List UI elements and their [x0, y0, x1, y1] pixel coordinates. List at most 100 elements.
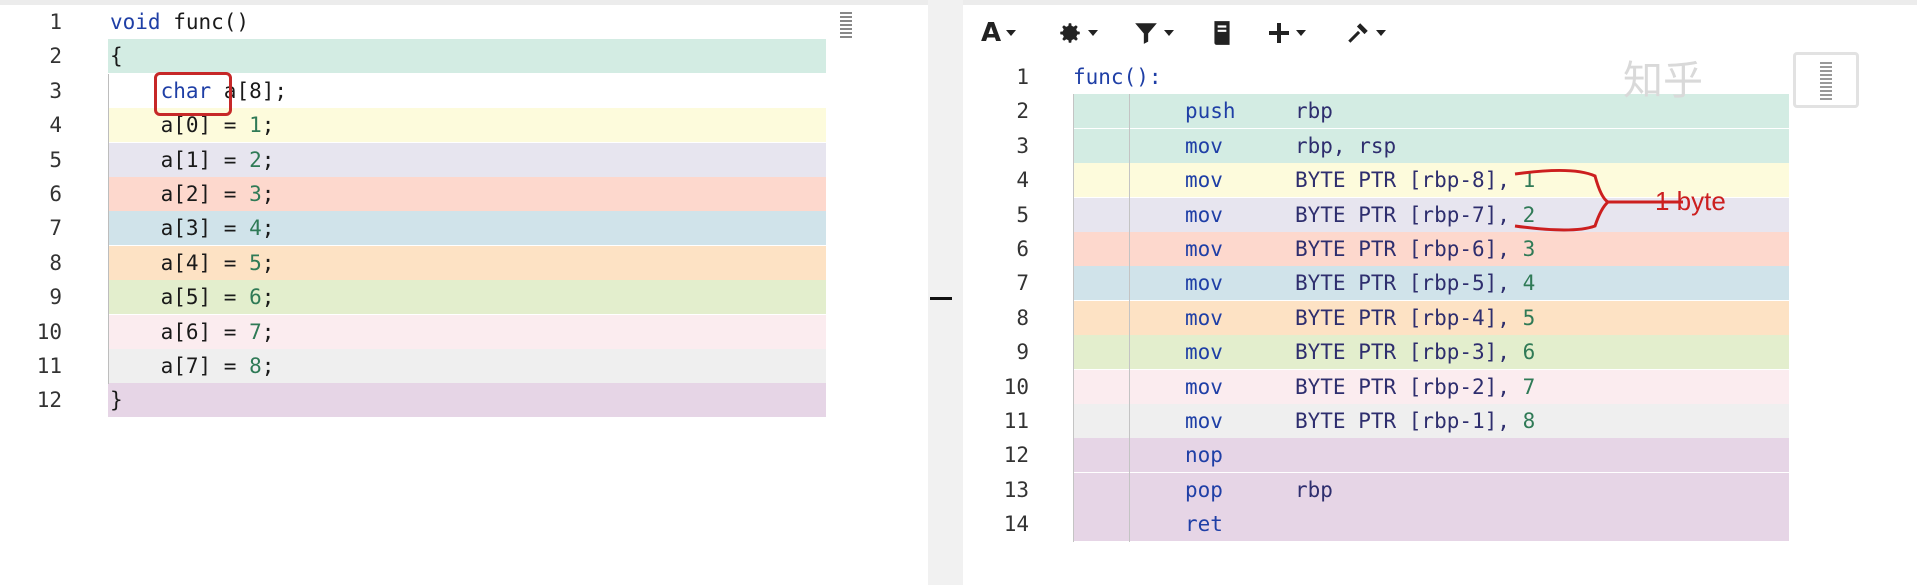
asm-operands[interactable]: BYTE PTR [rbp-8], 1	[1295, 163, 1535, 197]
code-token: }	[110, 388, 123, 413]
asm-operands[interactable]: rbp	[1295, 473, 1333, 507]
byte-brace-annotation	[1514, 168, 1683, 232]
code-line[interactable]: void func()	[110, 5, 249, 39]
book-icon	[1214, 21, 1230, 45]
filter-button[interactable]	[1133, 16, 1174, 50]
code-line[interactable]: a[5] = 6;	[110, 280, 275, 314]
indent-guide	[108, 74, 109, 384]
font-icon: A	[981, 18, 1002, 48]
tools-button[interactable]	[1345, 16, 1386, 50]
code-token: a[0] =	[110, 113, 250, 138]
asm-instruction[interactable]: mov	[1185, 133, 1223, 158]
asm-instruction[interactable]: nop	[1185, 443, 1223, 468]
asm-highlight-band	[1073, 163, 1789, 198]
asm-line-number: 12	[1003, 443, 1029, 468]
code-token: 2	[249, 147, 262, 172]
plus-icon	[1269, 23, 1289, 43]
libraries-button[interactable]	[1211, 16, 1233, 50]
asm-immediate: 5	[1522, 305, 1536, 330]
asm-line-number: 7	[1016, 271, 1029, 296]
asm-operands[interactable]: BYTE PTR [rbp-5], 4	[1295, 266, 1535, 300]
chevron-down-icon	[1376, 30, 1386, 36]
line-number: 11	[36, 354, 62, 378]
editor-top-border	[0, 0, 928, 5]
divider-handle[interactable]	[930, 297, 952, 300]
asm-instruction[interactable]: mov	[1185, 409, 1223, 433]
chevron-down-icon	[1164, 30, 1174, 36]
asm-instruction[interactable]: mov	[1185, 305, 1223, 330]
asm-line-number: 6	[1016, 237, 1029, 261]
asm-operands[interactable]: BYTE PTR [rbp-1], 8	[1295, 404, 1535, 438]
code-token: a[4] =	[110, 250, 250, 275]
asm-immediate: 2	[1522, 202, 1536, 227]
asm-line-number: 2	[1016, 99, 1029, 124]
asm-highlight-band	[1073, 438, 1789, 473]
code-token: char	[160, 78, 212, 103]
code-line[interactable]: }	[110, 383, 123, 417]
code-line[interactable]: a[3] = 4;	[110, 211, 275, 245]
asm-operand-text: BYTE PTR [rbp-2],	[1295, 374, 1523, 399]
code-line[interactable]: a[6] = 7;	[110, 315, 275, 349]
asm-operands[interactable]: BYTE PTR [rbp-7], 2	[1295, 198, 1535, 232]
byte-size-label: 1 byte	[1655, 186, 1726, 216]
asm-immediate: 7	[1522, 374, 1536, 399]
code-token: a[5] =	[110, 285, 250, 310]
asm-operands[interactable]: BYTE PTR [rbp-4], 5	[1295, 301, 1535, 335]
asm-highlight-band	[1073, 335, 1789, 370]
code-line[interactable]: char a[8];	[110, 74, 287, 108]
code-line[interactable]: a[2] = 3;	[110, 177, 275, 211]
asm-label[interactable]: func():	[1073, 65, 1162, 89]
asm-line-number: 3	[1016, 133, 1029, 158]
code-line[interactable]: a[1] = 2;	[110, 143, 275, 177]
asm-instruction[interactable]: pop	[1185, 477, 1223, 502]
code-token: 4	[249, 216, 262, 241]
line-number: 7	[49, 216, 62, 241]
code-token: a[8];	[211, 78, 288, 103]
code-token: a[2] =	[110, 182, 250, 206]
asm-line-number: 11	[1003, 409, 1029, 433]
settings-button[interactable]	[1057, 16, 1098, 50]
code-token: ;	[261, 113, 275, 138]
asm-instruction[interactable]: mov	[1185, 202, 1223, 227]
asm-instruction[interactable]: mov	[1185, 271, 1223, 296]
code-token: 6	[249, 285, 262, 310]
code-token: void	[110, 10, 161, 34]
asm-operands[interactable]: rbp	[1295, 94, 1333, 128]
pane-divider[interactable]	[928, 0, 963, 585]
code-line[interactable]: {	[110, 39, 123, 73]
asm-operands[interactable]: BYTE PTR [rbp-6], 3	[1295, 232, 1535, 266]
code-token: ;	[261, 285, 275, 310]
asm-instruction[interactable]: mov	[1185, 374, 1223, 399]
asm-operand-text: BYTE PTR [rbp-1],	[1295, 409, 1523, 433]
indent-guide	[1129, 94, 1130, 542]
code-token: 3	[249, 182, 262, 206]
asm-operands[interactable]: BYTE PTR [rbp-2], 7	[1295, 370, 1535, 404]
asm-operands[interactable]: BYTE PTR [rbp-3], 6	[1295, 335, 1535, 369]
asm-instruction[interactable]: ret	[1185, 512, 1223, 537]
asm-immediate: 8	[1522, 409, 1536, 433]
gear-icon	[1060, 23, 1080, 43]
code-line[interactable]: a[0] = 1;	[110, 108, 275, 142]
code-line[interactable]: a[7] = 8;	[110, 349, 275, 383]
filter-icon	[1135, 23, 1157, 44]
asm-instruction[interactable]: mov	[1185, 340, 1223, 365]
line-number: 2	[49, 44, 62, 69]
font-button[interactable]: A	[981, 16, 1017, 50]
asm-line-number: 1	[1016, 65, 1029, 89]
asm-instruction[interactable]: mov	[1185, 168, 1223, 193]
code-line[interactable]: a[4] = 5;	[110, 246, 275, 280]
line-highlight-band	[108, 280, 826, 315]
asm-operands[interactable]: rbp, rsp	[1295, 129, 1396, 163]
asm-instruction[interactable]: push	[1185, 99, 1236, 124]
asm-highlight-band	[1073, 300, 1789, 335]
add-tool-button[interactable]	[1267, 16, 1306, 50]
asm-line-number: 9	[1016, 340, 1029, 365]
code-token: ;	[261, 147, 275, 172]
asm-operand-text: BYTE PTR [rbp-6],	[1295, 237, 1523, 261]
wrench-icon	[1348, 23, 1368, 43]
asm-instruction[interactable]: mov	[1185, 237, 1223, 261]
line-number: 10	[36, 319, 62, 344]
line-highlight-band	[108, 349, 826, 383]
